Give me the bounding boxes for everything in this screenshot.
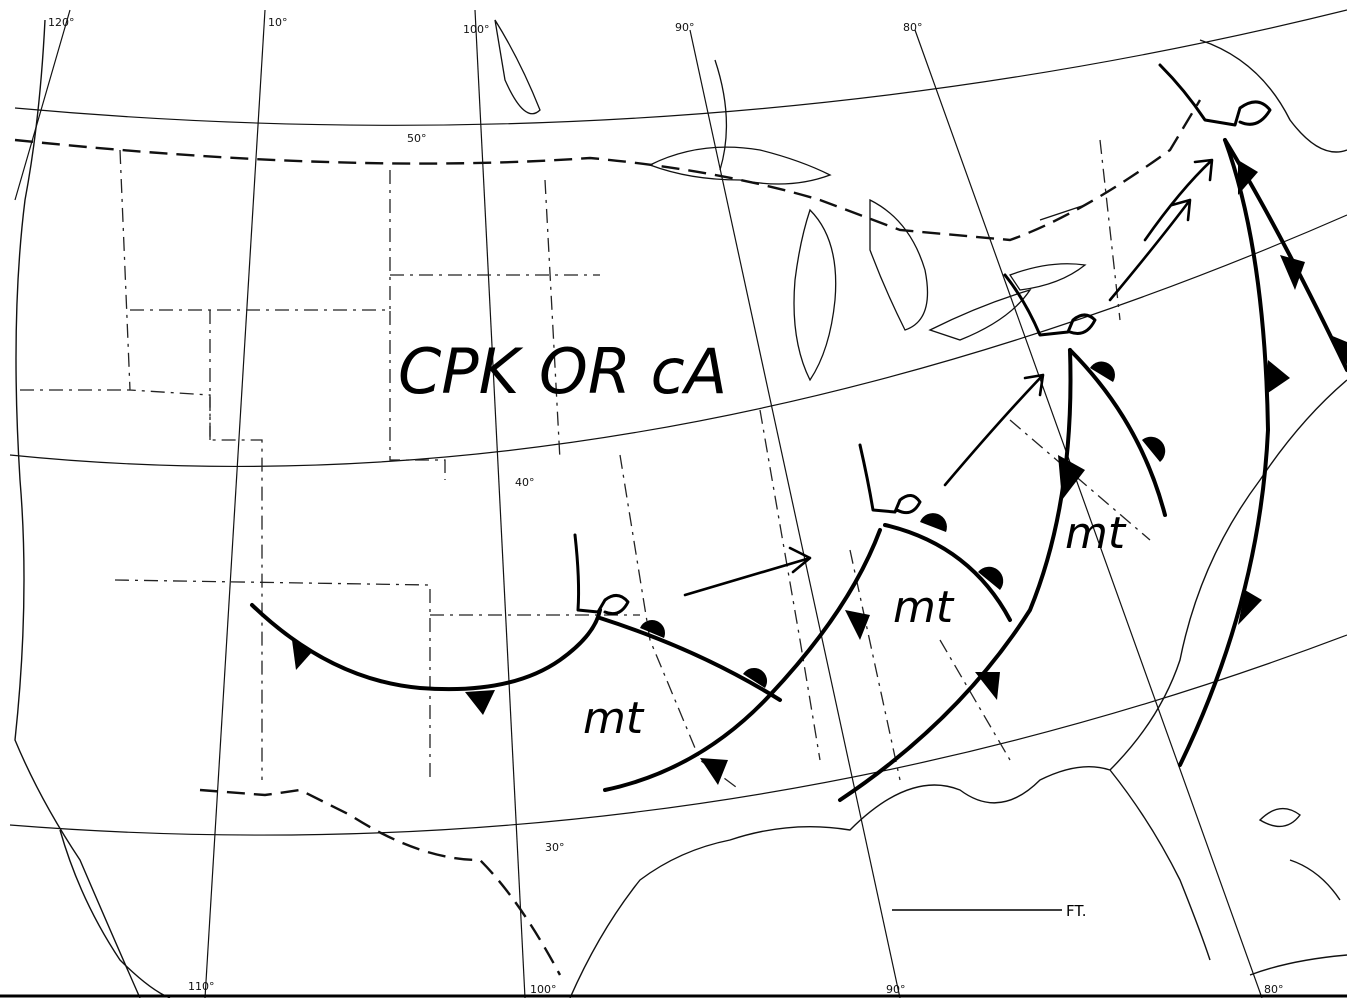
low-center-icon — [1003, 273, 1097, 337]
low-pressure-centers — [573, 63, 1272, 616]
warm-front-pip — [920, 513, 947, 532]
label-lon-100-top: 100° — [463, 23, 490, 36]
air-mass-mt-label: mt — [893, 582, 955, 633]
cold-front-pip — [292, 640, 312, 670]
meridian-120 — [14, 9, 71, 201]
state-borders — [20, 139, 1151, 791]
cold-front-east — [838, 348, 1073, 802]
arrow-icon — [1108, 198, 1192, 302]
lake-erie — [928, 288, 1032, 341]
cold-front-far-east — [1178, 138, 1271, 767]
cold-front-central — [603, 528, 882, 792]
cold-front-pip — [700, 758, 728, 785]
meridian-100 — [474, 9, 526, 998]
meridian-90 — [689, 29, 901, 998]
cold-front-pip — [1280, 255, 1305, 290]
label-lon-80-top: 80° — [903, 21, 923, 34]
bahamas-1 — [1258, 807, 1301, 828]
gulf-coast — [569, 765, 1111, 998]
meridians — [14, 9, 1263, 998]
lake-winnipeg — [494, 19, 541, 115]
northeast-coast — [1199, 39, 1347, 153]
label-lon-80-bottom: 80° — [1264, 983, 1284, 996]
atlantic-coast — [1109, 379, 1347, 771]
grid-labels: 120° 10° 100° 90° 80° 50° 40° 30° 110° 1… — [48, 16, 1284, 996]
parallel-40 — [9, 214, 1347, 467]
warm-front-east — [1068, 348, 1167, 517]
parallels — [9, 9, 1347, 836]
warm-front-pip — [743, 667, 768, 688]
cold-front-pip — [1330, 335, 1347, 365]
pacific-coast — [14, 19, 141, 998]
label-lon-120: 120° — [48, 16, 75, 29]
parallel-50 — [14, 9, 1347, 126]
cold-front-pip — [845, 610, 870, 640]
label-lat-40: 40° — [515, 476, 535, 489]
parallel-30 — [9, 634, 1347, 836]
cold-front-pip — [975, 672, 1000, 700]
air-mass-mt-label: mt — [1065, 508, 1127, 559]
cold-front-pip — [1265, 360, 1290, 395]
cuba — [1249, 859, 1347, 976]
cold-front-pip — [1238, 590, 1262, 625]
baja-coast — [59, 829, 171, 998]
cold-front-west — [250, 603, 602, 692]
coastlines — [14, 19, 1347, 998]
international-border — [14, 99, 1202, 976]
flow-arrows — [683, 158, 1214, 597]
label-lon-90-bottom: 90° — [886, 983, 906, 996]
label-lon-90-top: 90° — [675, 21, 695, 34]
air-mass-labels: CPK OR cA mt mt mt — [398, 335, 1127, 744]
meridian-110 — [204, 9, 266, 998]
cold-front-far-east-secondary — [1223, 138, 1347, 372]
warm-front-pip — [978, 566, 1004, 590]
arrow-icon — [943, 373, 1045, 487]
air-mass-mt-label: mt — [583, 693, 645, 744]
air-mass-continental-label: CPK OR cA — [398, 335, 727, 408]
river-1 — [714, 59, 728, 171]
warm-front-west — [598, 616, 782, 702]
lake-michigan — [793, 208, 837, 382]
cold-front-pip — [465, 690, 495, 715]
fronts — [250, 138, 1347, 802]
warm-front-pip — [1142, 436, 1166, 462]
lake-superior — [648, 146, 832, 185]
warm-front-pip — [1090, 361, 1115, 382]
label-lon-110-bottom: 110° — [188, 980, 215, 993]
label-lon-100-bottom: 100° — [530, 983, 557, 996]
scale-bar: FT. — [892, 902, 1087, 920]
low-center-icon — [858, 443, 922, 515]
label-lat-50: 50° — [407, 132, 427, 145]
florida — [1109, 769, 1211, 961]
lakes — [494, 19, 1087, 382]
warm-front-pip — [640, 620, 665, 638]
meridian-80 — [914, 29, 1263, 998]
scale-label: FT. — [1066, 902, 1087, 920]
label-lon-110-top: 10° — [268, 16, 288, 29]
warm-front-central — [883, 523, 1012, 622]
arrow-icon — [1143, 158, 1214, 242]
label-lat-30: 30° — [545, 841, 565, 854]
low-center-icon — [1158, 63, 1272, 127]
cold-front-pip — [1058, 455, 1085, 500]
arrow-icon — [683, 546, 812, 597]
river-2 — [1039, 204, 1086, 221]
lake-huron — [869, 198, 929, 331]
lake-ontario — [1009, 263, 1087, 291]
low-center-icon — [573, 533, 630, 616]
